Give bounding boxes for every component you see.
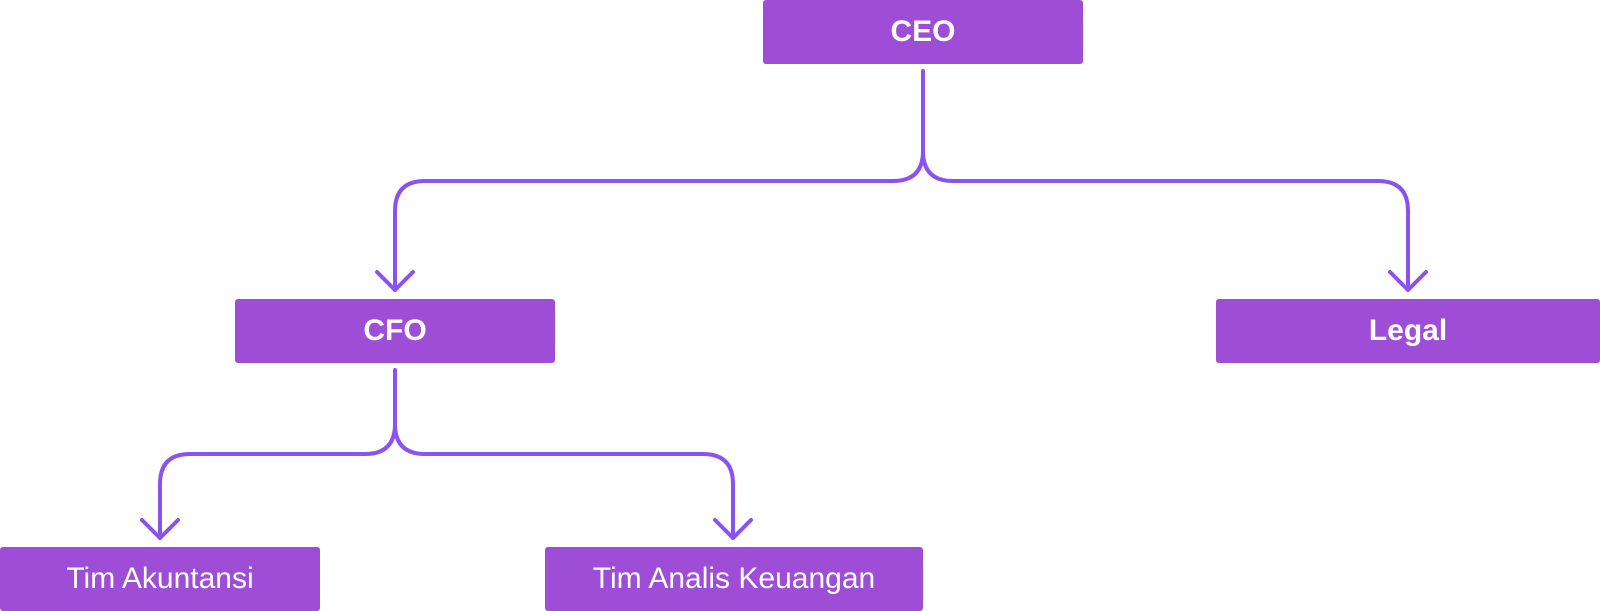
node-legal-label: Legal <box>1368 314 1448 347</box>
arrowhead-analis <box>713 518 753 540</box>
connector-ceo-cfo <box>393 69 925 292</box>
node-tim-analis-keuangan-label: Tim Analis Keuangan <box>592 562 876 595</box>
node-ceo[interactable]: CEO <box>763 0 1083 64</box>
node-ceo-label: CEO <box>890 15 956 48</box>
arrowhead-akuntansi <box>140 518 180 540</box>
node-legal[interactable]: Legal <box>1216 299 1600 363</box>
connector-cfo-akuntansi <box>158 368 397 540</box>
connector-cfo-analis <box>393 422 735 540</box>
arrowhead-cfo <box>375 270 415 292</box>
connector-ceo-legal <box>921 149 1410 292</box>
node-tim-akuntansi[interactable]: Tim Akuntansi <box>0 547 320 611</box>
node-cfo[interactable]: CFO <box>235 299 555 363</box>
node-tim-analis-keuangan[interactable]: Tim Analis Keuangan <box>545 547 923 611</box>
node-tim-akuntansi-label: Tim Akuntansi <box>66 562 254 595</box>
arrowhead-legal <box>1388 270 1428 292</box>
node-cfo-label: CFO <box>363 314 427 347</box>
